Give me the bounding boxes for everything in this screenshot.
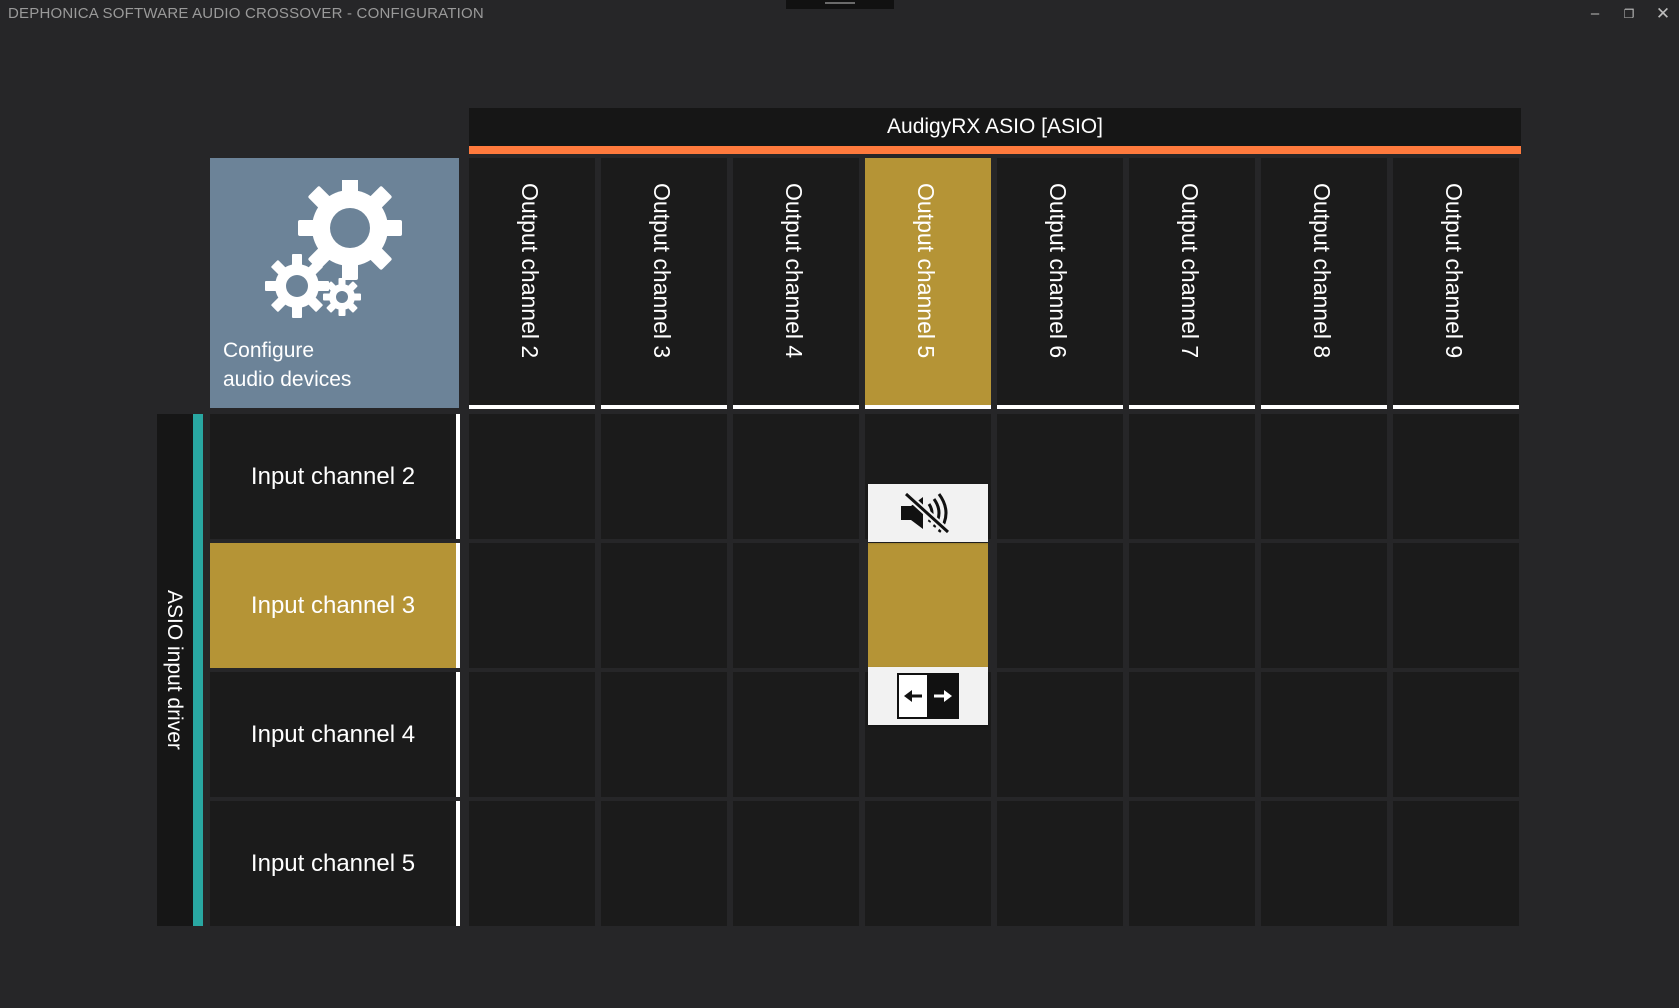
input-channel-label: Input channel 3 <box>250 592 416 619</box>
output-channel-8-header[interactable]: Output channel 8 <box>1261 158 1387 409</box>
gears-icon <box>265 180 402 318</box>
input-channel-2-row[interactable]: Input channel 2 <box>210 414 460 539</box>
matrix-cell-in4-out3[interactable] <box>601 672 727 797</box>
matrix-cell-in3-out4[interactable] <box>733 543 859 668</box>
output-channel-6-header[interactable]: Output channel 6 <box>997 158 1123 409</box>
input-channel-5-row[interactable]: Input channel 5 <box>210 801 460 926</box>
output-channel-label: Output channel 3 <box>649 183 675 359</box>
output-channel-label: Output channel 2 <box>517 183 543 359</box>
swap-arrows-icon <box>897 673 959 719</box>
matrix-cell-in2-out6[interactable] <box>997 414 1123 539</box>
matrix-cell-in5-out8[interactable] <box>1261 801 1387 926</box>
matrix-cell-in3-out8[interactable] <box>1261 543 1387 668</box>
mute-button[interactable] <box>868 484 988 542</box>
input-channel-4-row[interactable]: Input channel 4 <box>210 672 460 797</box>
close-icon[interactable]: ✕ <box>1655 4 1671 23</box>
matrix-cell-in4-out8[interactable] <box>1261 672 1387 797</box>
output-channel-3-header[interactable]: Output channel 3 <box>601 158 727 409</box>
output-device-header: AudigyRX ASIO [ASIO] <box>469 108 1521 154</box>
matrix-cell-in5-out7[interactable] <box>1129 801 1255 926</box>
input-channel-label: Input channel 4 <box>250 721 416 748</box>
matrix-cell-in3-out7[interactable] <box>1129 543 1255 668</box>
matrix-cell-in4-out4[interactable] <box>733 672 859 797</box>
matrix-cell-in5-out2[interactable] <box>469 801 595 926</box>
matrix-cell-in5-out5[interactable] <box>865 801 991 926</box>
swap-button[interactable] <box>868 667 988 725</box>
output-channel-label: Output channel 4 <box>781 183 807 359</box>
minimize-icon[interactable]: – <box>1590 5 1600 22</box>
matrix-cell-in3-out2[interactable] <box>469 543 595 668</box>
output-channel-label: Output channel 7 <box>1177 183 1203 359</box>
input-channel-3-row[interactable]: Input channel 3 <box>210 543 460 668</box>
matrix-cell-in3-out9[interactable] <box>1393 543 1519 668</box>
output-channel-label: Output channel 6 <box>1045 183 1071 359</box>
output-channel-label: Output channel 5 <box>913 183 939 359</box>
configure-caption-line2: audio devices <box>223 368 352 391</box>
input-channel-label: Input channel 5 <box>250 850 416 877</box>
matrix-cell-in3-out5[interactable] <box>868 543 988 668</box>
drag-handle[interactable] <box>786 0 894 9</box>
matrix-cell-in2-out4[interactable] <box>733 414 859 539</box>
matrix-cell-in2-out7[interactable] <box>1129 414 1255 539</box>
output-device-accent <box>469 146 1521 154</box>
matrix-cell-in4-out9[interactable] <box>1393 672 1519 797</box>
output-channel-2-header[interactable]: Output channel 2 <box>469 158 595 409</box>
title-bar: DEPHONICA SOFTWARE AUDIO CROSSOVER - CON… <box>0 0 1679 30</box>
output-channel-7-header[interactable]: Output channel 7 <box>1129 158 1255 409</box>
output-channel-4-header[interactable]: Output channel 4 <box>733 158 859 409</box>
configure-caption-line1: Configure <box>223 339 315 362</box>
matrix-cell-in4-out6[interactable] <box>997 672 1123 797</box>
matrix-cell-in4-out2[interactable] <box>469 672 595 797</box>
matrix-cell-in5-out3[interactable] <box>601 801 727 926</box>
matrix-cell-in5-out4[interactable] <box>733 801 859 926</box>
drag-grip-icon <box>825 2 855 4</box>
matrix-cell-in2-out2[interactable] <box>469 414 595 539</box>
restore-icon[interactable]: ❐ <box>1623 7 1635 21</box>
matrix-cell-in2-out3[interactable] <box>601 414 727 539</box>
output-device-name: AudigyRX ASIO [ASIO] <box>887 115 1103 138</box>
input-driver-tab[interactable]: ASIO input driver <box>157 414 203 926</box>
matrix-cell-in5-out6[interactable] <box>997 801 1123 926</box>
output-channel-label: Output channel 8 <box>1309 183 1335 359</box>
matrix-cell-in2-out9[interactable] <box>1393 414 1519 539</box>
speaker-mute-icon <box>901 491 951 535</box>
configure-audio-devices-button[interactable]: Configure audio devices <box>210 158 459 408</box>
matrix-cell-in2-out8[interactable] <box>1261 414 1387 539</box>
output-channel-9-header[interactable]: Output channel 9 <box>1393 158 1519 409</box>
matrix-cell-in3-out6[interactable] <box>997 543 1123 668</box>
input-driver-label: ASIO input driver <box>163 590 186 750</box>
matrix-cell-in5-out9[interactable] <box>1393 801 1519 926</box>
configure-caption: Configure audio devices <box>223 336 351 394</box>
matrix-cell-in4-out7[interactable] <box>1129 672 1255 797</box>
input-driver-accent <box>193 414 203 926</box>
window-title: DEPHONICA SOFTWARE AUDIO CROSSOVER - CON… <box>8 5 484 22</box>
matrix-cell-in3-out3[interactable] <box>601 543 727 668</box>
output-channel-label: Output channel 9 <box>1441 183 1467 359</box>
output-channel-5-header[interactable]: Output channel 5 <box>865 158 991 409</box>
input-channel-label: Input channel 2 <box>250 463 416 490</box>
